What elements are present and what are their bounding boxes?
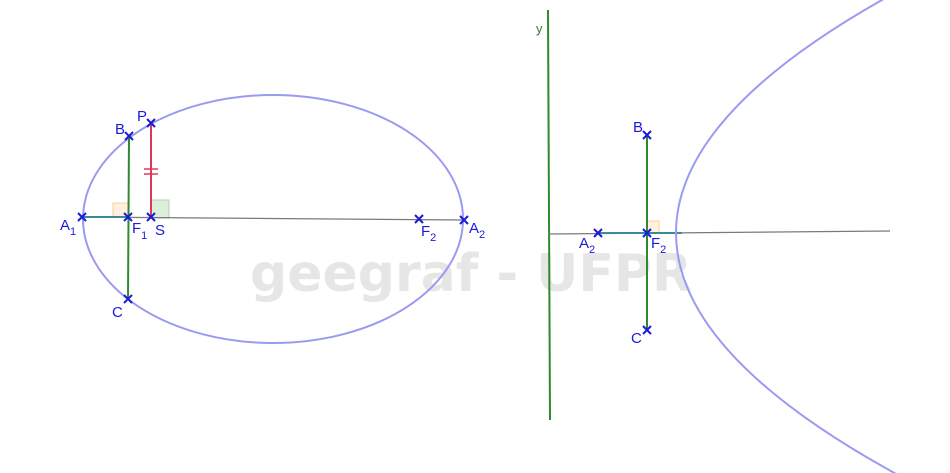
- point-a2: [459, 215, 469, 225]
- major-axis-line: [81, 216, 465, 221]
- parabola-point-a2: [593, 228, 603, 238]
- label-a2: A2: [469, 220, 485, 241]
- parabola-label-c: C: [631, 330, 642, 347]
- parabola-label-f2: F2: [651, 235, 666, 256]
- label-a1: A1: [60, 217, 76, 238]
- parabola-figure: y B A2 F2 C: [536, 0, 897, 473]
- point-c: [123, 294, 133, 304]
- label-b: B: [115, 121, 125, 138]
- parabola-label-b: B: [633, 119, 643, 136]
- point-p: [146, 118, 156, 128]
- point-s: [146, 212, 156, 222]
- parabola-point-c: [642, 325, 652, 335]
- point-f2: [414, 214, 424, 224]
- directrix-line: [547, 9, 551, 421]
- label-p: P: [137, 108, 147, 125]
- point-b: [124, 131, 134, 141]
- parabola-curve: [675, 0, 897, 473]
- parabola-point-b: [642, 130, 652, 140]
- label-s: S: [155, 222, 165, 239]
- watermark-text: geegraf - UFPR: [250, 244, 692, 304]
- point-a1: [77, 212, 87, 222]
- ellipse-figure: A1 B P F1 S C F2 A2: [60, 94, 485, 344]
- parabola-label-a2: A2: [579, 235, 595, 256]
- label-f2: F2: [421, 223, 436, 244]
- label-c: C: [112, 304, 123, 321]
- parabola-point-f2: [642, 228, 652, 238]
- label-f1: F1: [132, 220, 147, 242]
- directrix-label: y: [536, 21, 543, 36]
- point-f1: [123, 212, 133, 222]
